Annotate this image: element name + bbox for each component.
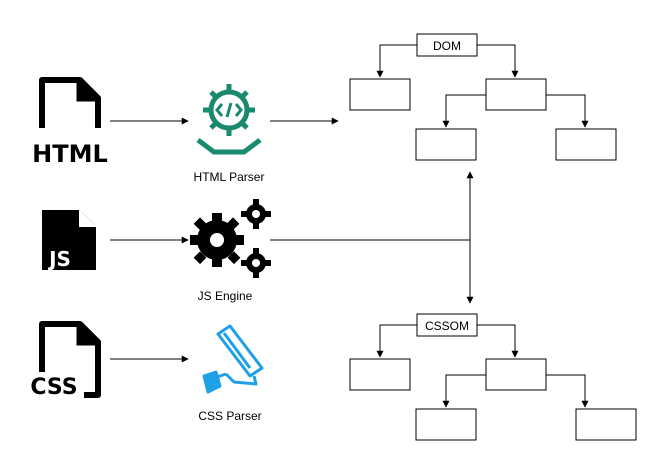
gears-icon (190, 199, 271, 278)
dom-root-label: DOM (433, 39, 461, 53)
dom-node (555, 128, 617, 161)
dom-tree: DOM (349, 33, 617, 161)
cssom-root-label: CSSOM (425, 319, 469, 333)
cssom-node (575, 408, 637, 441)
css-parser-label: CSS Parser (198, 409, 261, 423)
dom-node (485, 78, 547, 111)
cssom-node (415, 408, 477, 441)
file-html-icon: HTML (32, 77, 108, 168)
cssom-node (349, 358, 411, 391)
file-css-label: CSS (30, 375, 77, 400)
paint-roller-icon (202, 324, 264, 394)
js-engine-label: JS Engine (198, 289, 253, 303)
file-html-label: HTML (32, 140, 108, 168)
parser-gear-code-icon (196, 84, 262, 155)
dom-node (415, 128, 477, 161)
dom-node (349, 78, 411, 111)
file-js-label: JS (47, 247, 71, 271)
cssom-node (485, 358, 547, 391)
file-css-icon: CSS (30, 321, 101, 400)
file-js-icon: JS (42, 210, 96, 271)
cssom-tree: CSSOM (349, 313, 637, 441)
html-parser-label: HTML Parser (194, 170, 265, 184)
